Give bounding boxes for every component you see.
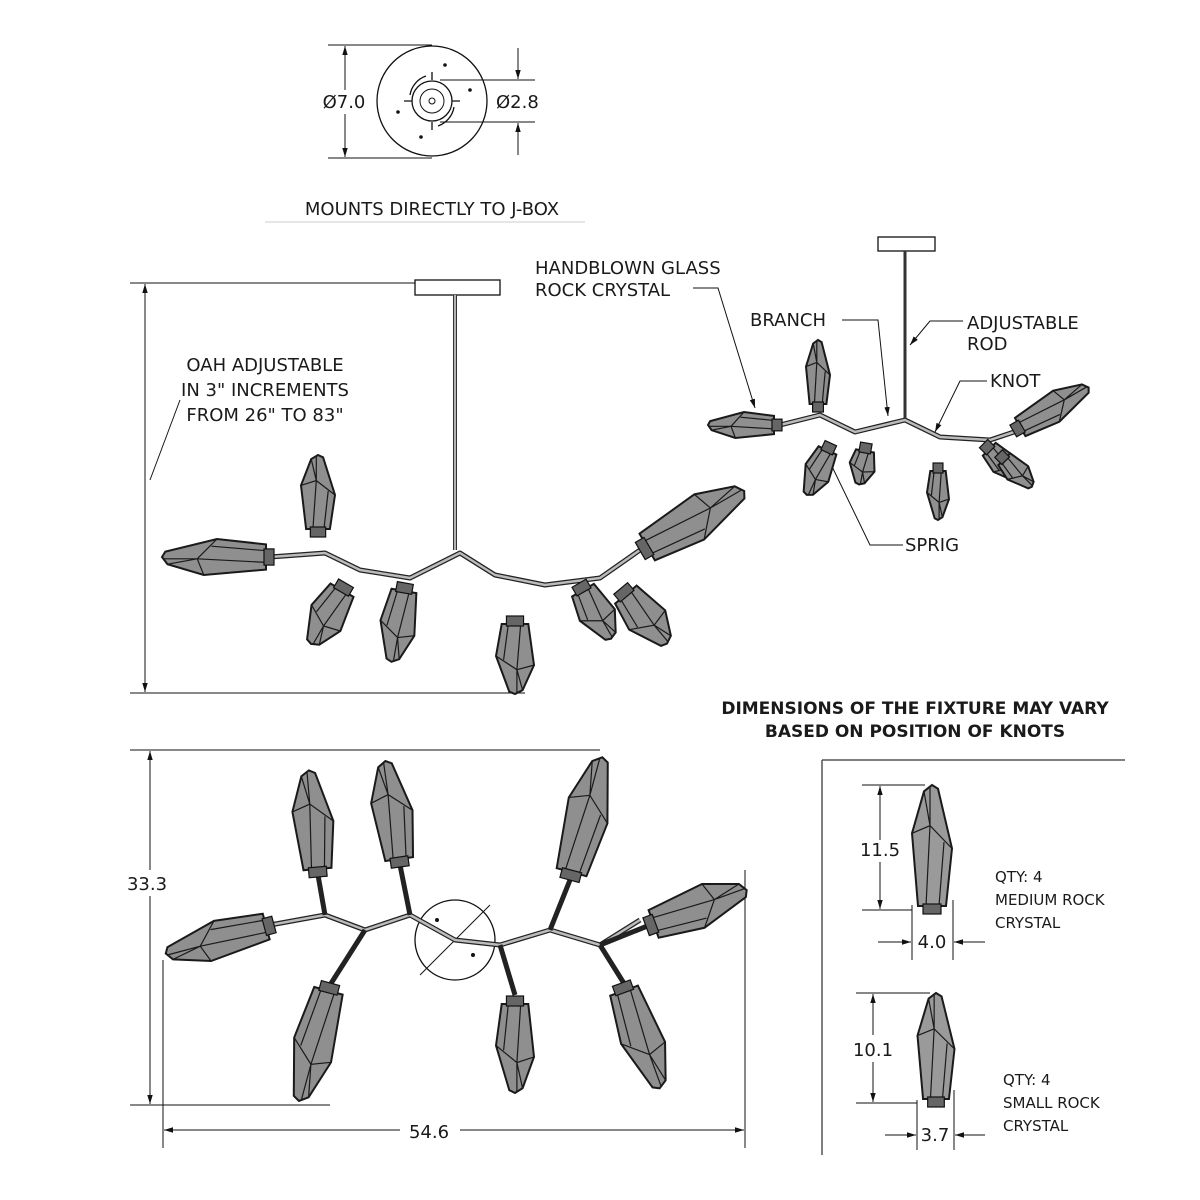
crystal-shade (306, 578, 355, 646)
crystal-shade (160, 537, 275, 577)
callout-knot: KNOT (990, 371, 1041, 392)
perspective-view: HANDBLOWN GLASS ROCK CRYSTAL BRANCH ADJU… (535, 236, 1090, 556)
crystal-shade (164, 912, 277, 963)
medium-crystal-height: 11.5 (860, 840, 900, 861)
crystal-shade (370, 759, 415, 869)
mount-note: MOUNTS DIRECTLY TO J-BOX (305, 199, 559, 220)
plan-depth-label: 33.3 (127, 874, 167, 895)
crystal-shade (570, 578, 617, 641)
crystal-details: 11.5 4.0 QTY: 4 MEDIUM ROCK CRYSTAL 10.1… (821, 759, 1125, 1155)
medium-crystal-desc-2: CRYSTAL (995, 914, 1061, 932)
small-crystal-width: 3.7 (921, 1125, 950, 1146)
callout-glass-1: HANDBLOWN GLASS (535, 258, 721, 279)
oah-note-line-1: OAH ADJUSTABLE (186, 355, 343, 376)
callout-rod-1: ADJUSTABLE (967, 313, 1079, 334)
crystal-shade (612, 581, 672, 647)
plan-width-label: 54.6 (409, 1122, 449, 1143)
callout-sprig: SPRIG (905, 535, 959, 556)
callout-rod-2: ROD (967, 334, 1008, 355)
crystal-shade (494, 995, 536, 1095)
plan-view: 33.3 54.6 (120, 749, 748, 1148)
crystal-shade (802, 439, 838, 496)
fixture-notice: DIMENSIONS OF THE FIXTURE MAY VARY BASED… (721, 699, 1109, 742)
callout-branch: BRANCH (750, 310, 826, 331)
medium-crystal-desc-1: MEDIUM ROCK (995, 891, 1106, 909)
crystal-shade (299, 453, 337, 538)
crystal-shade (706, 410, 783, 440)
crystal-shade (634, 485, 746, 562)
crystal-shade (993, 448, 1035, 490)
oah-note-line-2: IN 3" INCREMENTS (181, 380, 349, 401)
crystal-shade (804, 338, 832, 413)
side-view: OAH ADJUSTABLE IN 3" INCREMENTS FROM 26"… (130, 279, 746, 696)
small-crystal-desc-1: SMALL ROCK (1003, 1094, 1101, 1112)
crystal-shade (494, 615, 536, 696)
crystal-shade (291, 769, 335, 879)
oah-note-line-3: FROM 26" TO 83" (186, 405, 343, 426)
callout-glass-2: ROCK CRYSTAL (535, 280, 670, 301)
crystal-shade (609, 979, 667, 1090)
small-crystal-desc-2: CRYSTAL (1003, 1117, 1069, 1135)
medium-crystal-qty: QTY: 4 (995, 868, 1043, 886)
crystal-shade (925, 462, 951, 522)
crystal-shade (555, 756, 609, 884)
crystal-shade (848, 441, 876, 486)
crystal-shade (642, 882, 748, 939)
canopy-inner-diameter-label: Ø2.8 (496, 92, 539, 113)
crystal-shade (916, 991, 956, 1108)
canopy-top-view: Ø7.0 Ø2.8 MOUNTS DIRECTLY TO J-BOX (265, 44, 585, 223)
canopy-diameter-label: Ø7.0 (323, 92, 366, 113)
notice-line-2: BASED ON POSITION OF KNOTS (765, 722, 1065, 742)
crystal-shade (1009, 383, 1090, 438)
crystal-shade (379, 580, 418, 663)
crystal-shade (910, 783, 954, 915)
notice-line-1: DIMENSIONS OF THE FIXTURE MAY VARY (721, 699, 1109, 719)
crystal-shade (292, 979, 344, 1103)
medium-crystal-width: 4.0 (918, 932, 947, 953)
small-crystal-qty: QTY: 4 (1003, 1071, 1051, 1089)
small-crystal-height: 10.1 (853, 1040, 893, 1061)
